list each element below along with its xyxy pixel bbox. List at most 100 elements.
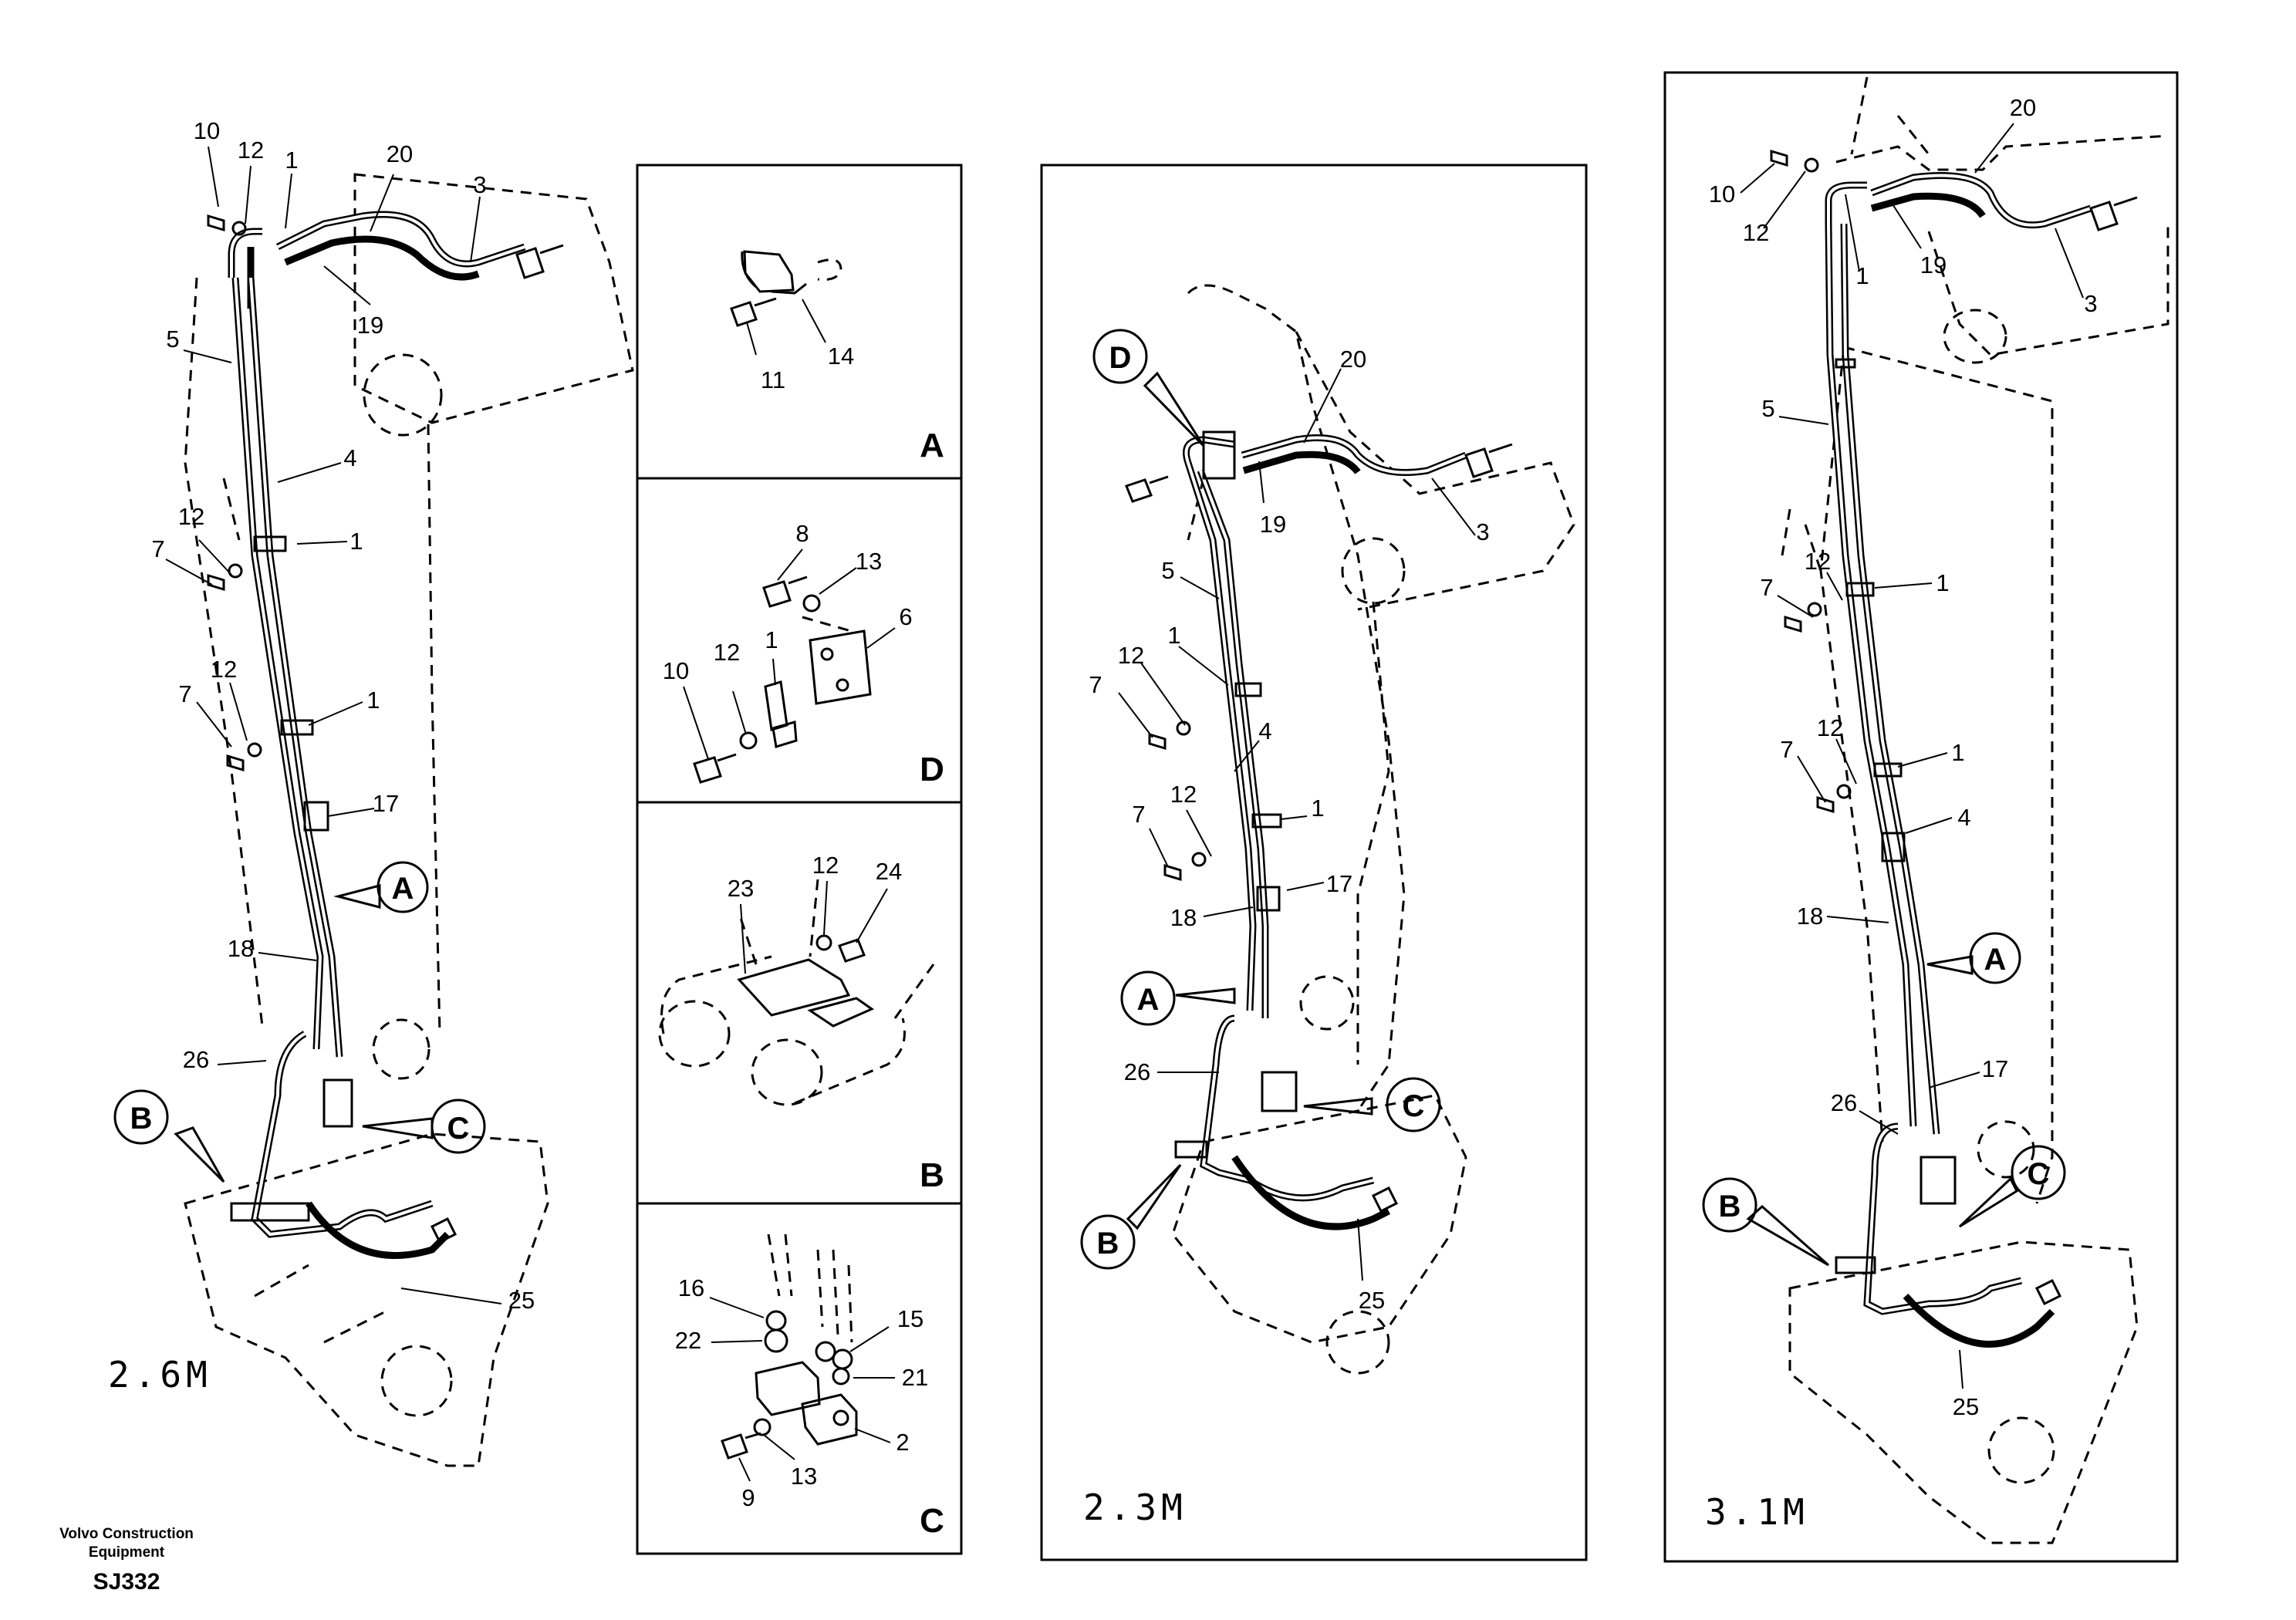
part-number: 19 bbox=[1260, 511, 1286, 538]
view-26-callout-c: C bbox=[447, 1112, 470, 1146]
part-number: 12 bbox=[1170, 781, 1197, 808]
view-23-drawing bbox=[1125, 284, 1575, 1375]
part-number: 7 bbox=[151, 535, 164, 562]
part-number: 17 bbox=[1326, 870, 1352, 897]
part-number: 17 bbox=[373, 790, 399, 817]
part-number: 7 bbox=[1780, 736, 1793, 763]
detail-panels-frame bbox=[636, 164, 963, 1555]
part-number: 12 bbox=[1743, 219, 1769, 246]
view-31-callout-b: B bbox=[1719, 1190, 1741, 1223]
part-number: 1 bbox=[285, 147, 298, 174]
part-number: 19 bbox=[1920, 251, 1947, 278]
part-number: 18 bbox=[1170, 904, 1197, 931]
part-number: 1 bbox=[1311, 795, 1324, 822]
part-number: 1 bbox=[1936, 569, 1949, 596]
view-26-model-label: 2.6M bbox=[108, 1354, 212, 1396]
part-number: 22 bbox=[675, 1327, 701, 1354]
part-number: 11 bbox=[761, 366, 785, 393]
part-number: 15 bbox=[897, 1305, 923, 1332]
part-number: 26 bbox=[183, 1046, 209, 1073]
part-number: 3 bbox=[473, 171, 486, 198]
part-number: 18 bbox=[228, 935, 254, 962]
drawing-code: SJ332 bbox=[93, 1569, 160, 1595]
view-23-leaders bbox=[1118, 368, 1476, 1281]
view-26-callout-a-circle bbox=[376, 861, 429, 913]
part-number: 9 bbox=[741, 1484, 755, 1511]
part-number: 2 bbox=[896, 1429, 909, 1456]
part-number: 1 bbox=[349, 528, 363, 555]
detail-b-drawing bbox=[658, 879, 935, 1106]
view-23-callout-d: D bbox=[1109, 341, 1132, 375]
part-number: 12 bbox=[714, 639, 740, 666]
part-number: 24 bbox=[876, 858, 902, 885]
part-number: 12 bbox=[178, 503, 204, 530]
view-23-callout-a: A bbox=[1137, 983, 1160, 1017]
part-number: 4 bbox=[1957, 804, 1970, 831]
view-26-leaders bbox=[165, 146, 502, 1304]
view-23-frame bbox=[1040, 164, 1588, 1561]
detail-a-drawing bbox=[730, 250, 842, 356]
part-number: 12 bbox=[812, 852, 839, 879]
part-number: 5 bbox=[1161, 557, 1174, 584]
view-31-callout-a-circle bbox=[1969, 932, 2021, 984]
view-23-part-numbers: 20 19 3 5 1 12 7 4 12 7 1 17 18 26 25 bbox=[1089, 346, 1489, 1314]
part-number: 16 bbox=[678, 1274, 704, 1301]
part-number: 12 bbox=[1817, 714, 1843, 741]
view-31-callout-c-circle bbox=[2011, 1145, 2066, 1200]
part-number: 19 bbox=[357, 312, 383, 339]
part-number: 20 bbox=[387, 140, 413, 167]
part-number: 8 bbox=[795, 520, 809, 547]
part-number: 25 bbox=[508, 1287, 535, 1314]
part-number: 7 bbox=[178, 680, 191, 707]
view-26-callout-b: B bbox=[130, 1102, 153, 1136]
view-31-leaders bbox=[1740, 123, 2084, 1389]
detail-c-drawing bbox=[709, 1234, 895, 1482]
part-number: 12 bbox=[211, 656, 237, 683]
brand-line-2: Equipment bbox=[89, 1544, 165, 1561]
part-number: 1 bbox=[1951, 739, 1964, 766]
part-number: 25 bbox=[1359, 1287, 1385, 1314]
view-26-callout-a: A bbox=[392, 872, 414, 906]
part-number: 26 bbox=[1124, 1058, 1150, 1085]
view-23-callout-a-circle bbox=[1120, 970, 1176, 1026]
part-number: 3 bbox=[2084, 290, 2097, 317]
part-number: 3 bbox=[1476, 518, 1489, 545]
part-number: 21 bbox=[902, 1364, 928, 1391]
part-number: 7 bbox=[1760, 574, 1773, 601]
part-number: 17 bbox=[1982, 1055, 2008, 1082]
detail-b-label: B bbox=[920, 1156, 944, 1194]
view-31-frame bbox=[1663, 71, 2179, 1563]
detail-a-label: A bbox=[920, 427, 944, 464]
part-number: 1 bbox=[765, 626, 778, 653]
part-number: 12 bbox=[238, 137, 264, 164]
part-number: 25 bbox=[1953, 1393, 1979, 1420]
part-number: 18 bbox=[1797, 903, 1823, 930]
part-number: 13 bbox=[791, 1463, 817, 1490]
part-number: 10 bbox=[663, 657, 689, 684]
part-number: 14 bbox=[828, 343, 854, 370]
part-number: 4 bbox=[343, 444, 356, 471]
view-23-model-label: 2.3M bbox=[1083, 1487, 1187, 1528]
brand-line-1: Volvo Construction bbox=[59, 1526, 194, 1542]
part-number: 1 bbox=[366, 687, 380, 714]
detail-c-label: C bbox=[920, 1502, 944, 1540]
part-number: 23 bbox=[728, 875, 754, 902]
view-23-callout-b: B bbox=[1097, 1227, 1119, 1261]
part-number: 20 bbox=[2010, 94, 2036, 121]
part-number: 10 bbox=[194, 117, 220, 144]
view-31-model-label: 3.1M bbox=[1705, 1491, 1809, 1533]
part-number: 6 bbox=[899, 603, 912, 630]
view-31-part-numbers: 20 10 12 1 19 3 5 12 7 1 12 7 1 4 18 17 … bbox=[1709, 94, 2098, 1420]
part-number: 20 bbox=[1340, 346, 1366, 373]
part-number: 10 bbox=[1709, 181, 1735, 208]
part-number: 13 bbox=[856, 548, 882, 575]
detail-d-label: D bbox=[920, 751, 944, 788]
part-number: 5 bbox=[1761, 395, 1774, 422]
part-number: 5 bbox=[166, 326, 179, 353]
view-31-callout-a: A bbox=[1984, 943, 2007, 977]
view-31-callout-b-circle bbox=[1702, 1177, 1757, 1233]
view-26-callout-c-circle bbox=[430, 1099, 486, 1154]
part-number: 4 bbox=[1258, 717, 1271, 744]
part-number: 1 bbox=[1855, 262, 1869, 289]
